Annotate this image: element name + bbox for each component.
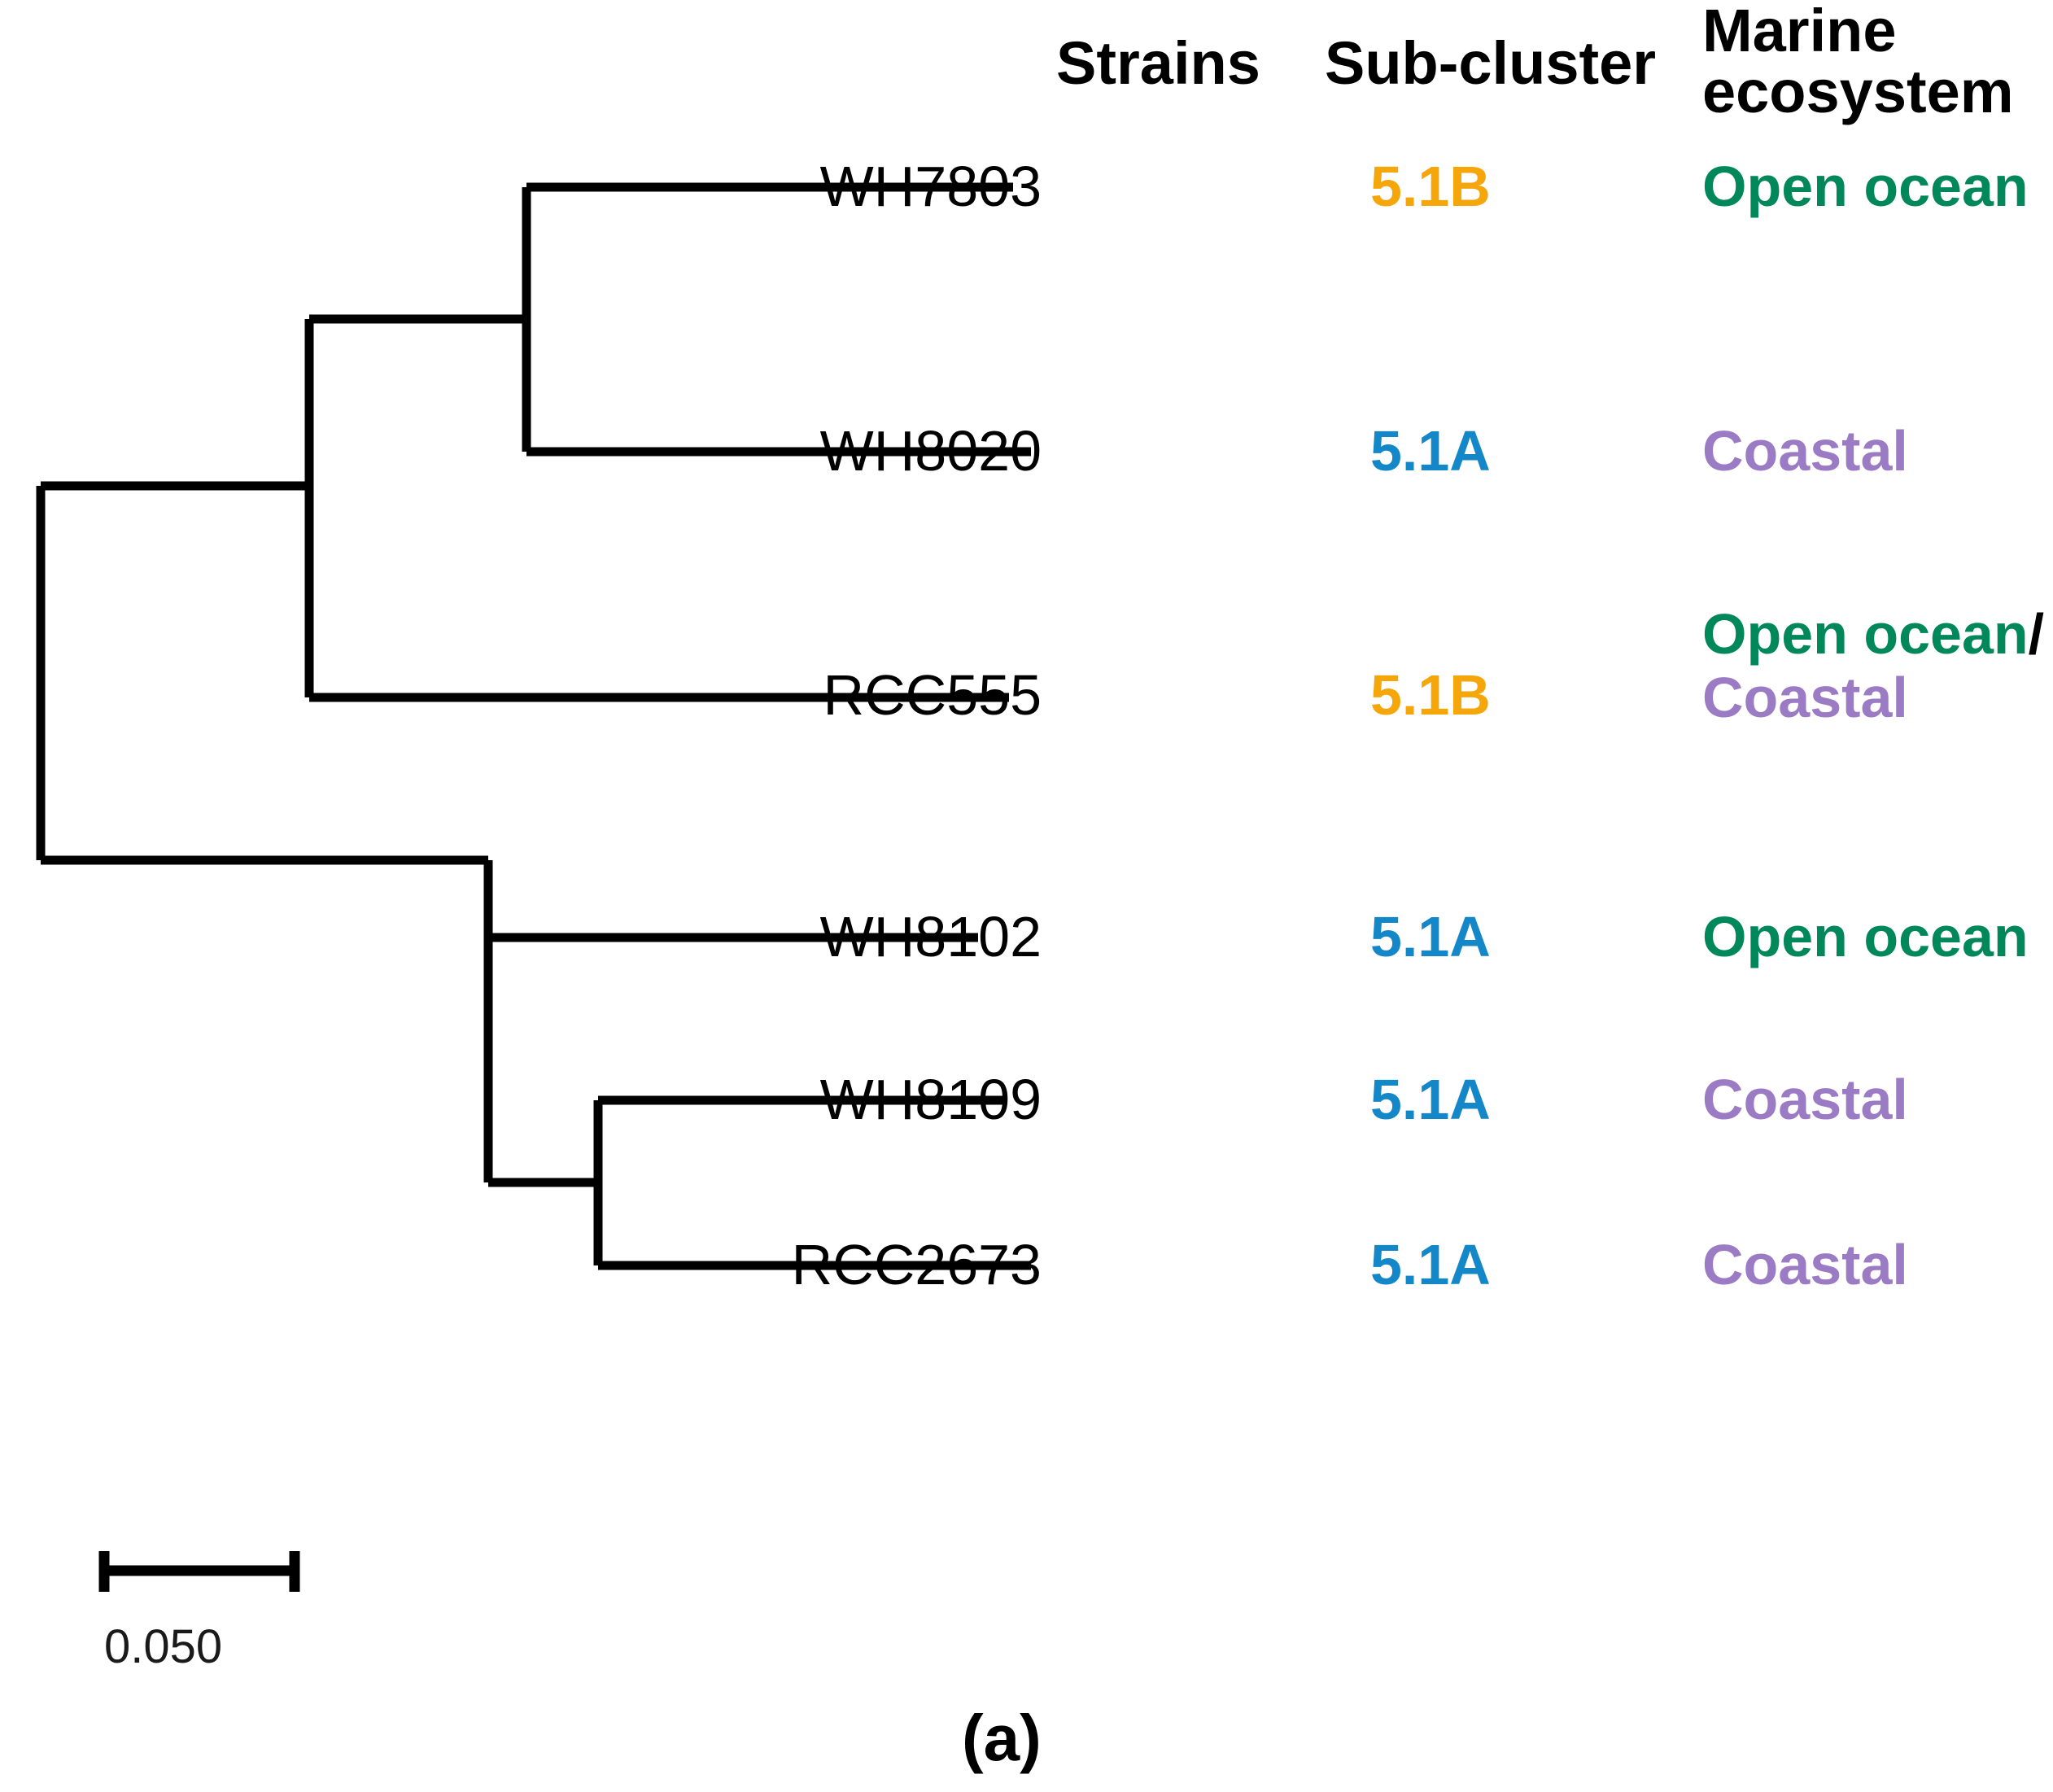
scale-bar-label: 0.050 bbox=[104, 1620, 223, 1673]
leaf-label-ecosystem: Coastal bbox=[1702, 422, 1908, 479]
leaf-label-subcluster: 5.1A bbox=[1370, 419, 1491, 483]
leaf-label-subcluster: 5.1B bbox=[1370, 155, 1491, 218]
leaf-label-ecosystem: Coastal bbox=[1702, 1071, 1908, 1128]
leaf-label-strain: WH8109 bbox=[819, 1068, 1042, 1131]
ecosystem-separator: / bbox=[2028, 602, 2045, 666]
leaf-label-ecosystem: Open ocean bbox=[1702, 908, 2029, 965]
ecosystem-value: Coastal bbox=[1702, 419, 1908, 483]
ecosystem-value: Open ocean bbox=[1702, 905, 2029, 968]
leaf-label-ecosystem: Open ocean/ Coastal bbox=[1702, 602, 2044, 730]
ecosystem-value: Open ocean bbox=[1702, 155, 2029, 218]
ecosystem-value-open-ocean: Open ocean bbox=[1702, 602, 2029, 666]
leaf-label-strain: WH8102 bbox=[819, 905, 1042, 968]
panel-letter: (a) bbox=[962, 1702, 1042, 1774]
column-header-strains: Strains bbox=[1056, 29, 1260, 97]
leaf-label-ecosystem: Coastal bbox=[1702, 1236, 1908, 1293]
leaf-label-strain: WH7803 bbox=[819, 155, 1042, 218]
leaf-label-ecosystem: Open ocean bbox=[1702, 158, 2029, 215]
leaf-label-subcluster: 5.1A bbox=[1370, 1233, 1491, 1296]
ecosystem-value-line1: Open ocean/ bbox=[1702, 602, 2044, 666]
leaf-label-strain: RCC2673 bbox=[791, 1233, 1042, 1296]
column-header-marine-ecosystem-line2: ecosystem bbox=[1702, 58, 2014, 126]
ecosystem-value: Coastal bbox=[1702, 1068, 1908, 1131]
column-header-subcluster: Sub-cluster bbox=[1325, 29, 1657, 97]
column-header-marine-ecosystem: Marine ecosystem bbox=[1702, 0, 2044, 123]
leaf-label-strain: RCC555 bbox=[823, 663, 1042, 727]
ecosystem-value: Coastal bbox=[1702, 1233, 1908, 1296]
leaf-label-subcluster: 5.1A bbox=[1370, 905, 1491, 968]
leaf-label-subcluster: 5.1A bbox=[1370, 1068, 1491, 1131]
column-header-marine-ecosystem-line1: Marine bbox=[1702, 0, 1897, 64]
ecosystem-value-coastal: Coastal bbox=[1702, 666, 1908, 730]
scale-bar bbox=[98, 1551, 300, 1592]
leaf-label-strain: WH8020 bbox=[819, 419, 1042, 483]
leaf-label-subcluster: 5.1B bbox=[1370, 663, 1491, 727]
